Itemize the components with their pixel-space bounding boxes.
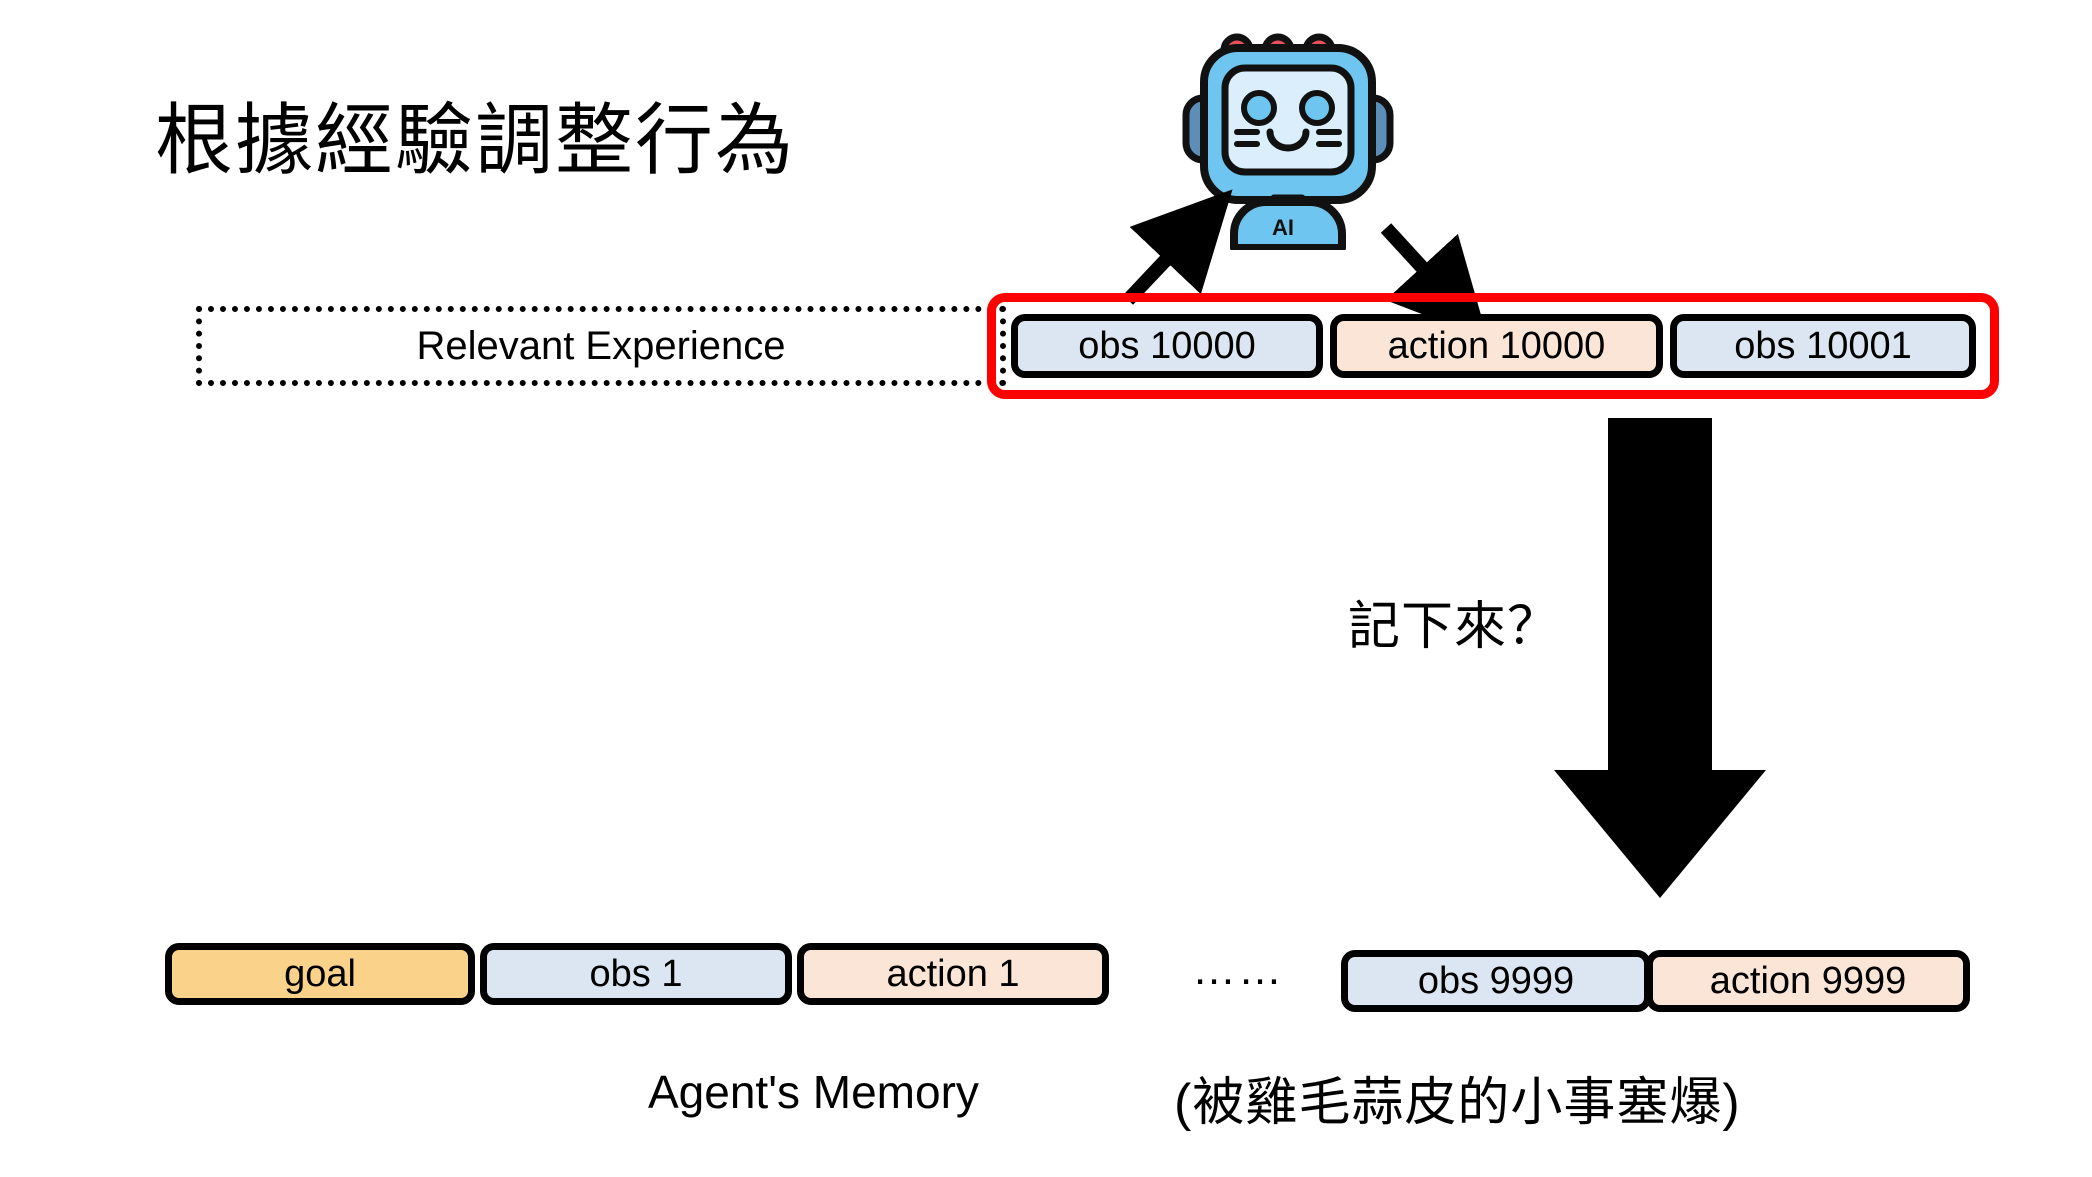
token-obs-10000[interactable]: obs 10000 <box>1011 314 1323 378</box>
token-action-1[interactable]: action 1 <box>797 943 1109 1005</box>
token-label: action 9999 <box>1709 959 1907 1002</box>
token-obs-10001[interactable]: obs 10001 <box>1670 314 1976 378</box>
memory-ellipsis: …… <box>1192 945 1284 994</box>
store-to-memory-arrow <box>1554 418 1766 898</box>
relevant-experience-label: Relevant Experience <box>416 323 786 368</box>
robot-icon: AI <box>1182 33 1394 252</box>
robot-ai-badge: AI <box>1272 215 1294 240</box>
token-label: obs 10001 <box>1734 324 1912 367</box>
token-action-10000[interactable]: action 10000 <box>1330 314 1663 378</box>
token-action-9999[interactable]: action 9999 <box>1646 950 1970 1012</box>
token-label: obs 9999 <box>1417 959 1575 1002</box>
token-label: goal <box>284 952 356 995</box>
token-label: action 10000 <box>1387 324 1606 367</box>
token-label: action 1 <box>886 952 1020 995</box>
token-label: obs 10000 <box>1078 324 1256 367</box>
robot-cheek-marks <box>1234 129 1342 147</box>
token-label: obs 1 <box>589 952 683 995</box>
robot-face-screen <box>1221 64 1355 176</box>
robot-smile <box>1266 128 1310 152</box>
robot-eye-left <box>1241 90 1277 126</box>
ai-robot: AI <box>1178 20 1398 252</box>
robot-eye-right <box>1299 90 1335 126</box>
token-obs-9999[interactable]: obs 9999 <box>1341 950 1651 1012</box>
page-title: 根據經驗調整行為 <box>155 96 796 184</box>
token-goal[interactable]: goal <box>165 943 475 1005</box>
token-obs-1[interactable]: obs 1 <box>480 943 792 1005</box>
store-question-label: 記下來？ <box>1348 598 1561 656</box>
memory-caption: Agent's Memory <box>648 1066 979 1118</box>
memory-overflow-note: (被雞毛蒜皮的小事塞爆) <box>1174 1074 1741 1132</box>
relevant-experience-box: Relevant Experience <box>196 306 1006 386</box>
robot-body <box>1230 198 1346 252</box>
